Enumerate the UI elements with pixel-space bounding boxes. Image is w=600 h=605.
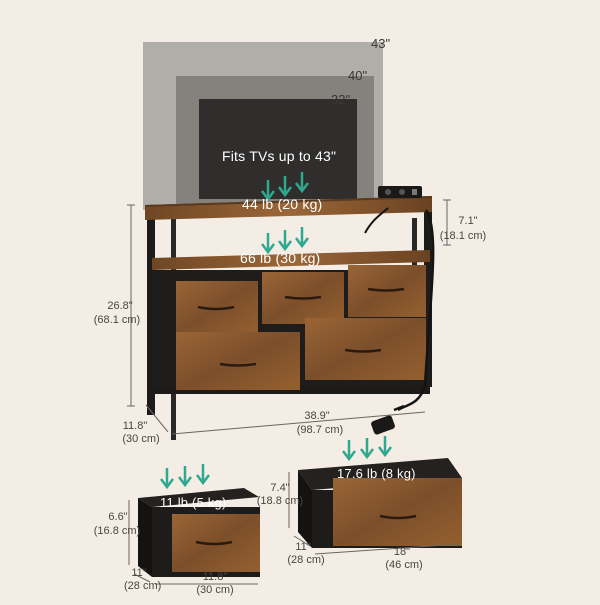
depth-cm: (30 cm) (122, 433, 160, 445)
small-drawer-height-inches: 6.6" (108, 511, 128, 523)
small-drawer-height-cm: (16.8 cm) (93, 525, 141, 537)
large-drawer-load-label: 17.6 lb (8 kg) (337, 466, 416, 481)
drawer-bottom-left (176, 332, 300, 390)
large-drawer-width-inches: 18" (393, 546, 411, 558)
down-arrow-icon (160, 464, 210, 490)
drawer-top-left (176, 281, 258, 334)
power-outlet-icon (378, 186, 422, 198)
down-arrow-icon (261, 172, 309, 202)
small-drawer-depth-inches: 11" (131, 567, 147, 579)
down-arrow-icon (342, 436, 392, 462)
shelf-gap-cm: (18.1 cm) (439, 230, 487, 242)
tv-size-40-label: 40" (348, 68, 368, 83)
tv-32-silhouette (199, 99, 357, 199)
large-drawer-depth-inches: 11" (295, 541, 311, 553)
large-drawer-height-cm: (18.8 cm) (256, 495, 304, 507)
usb-port-icon (412, 189, 417, 195)
power-plug-icon (371, 404, 405, 435)
tv-fit-label: Fits TVs up to 43" (222, 148, 337, 164)
large-drawer-height-inches: 7.4" (270, 482, 290, 494)
tv-size-43-label: 43" (371, 36, 391, 51)
height-cm: (68.1 cm) (93, 314, 141, 326)
drawer-bottom-right (305, 318, 426, 380)
dimension-lines (127, 199, 451, 435)
dresser-middle-shelf (152, 250, 430, 270)
dresser-top-shelf (145, 196, 432, 220)
depth-inches: 11.8" (122, 420, 148, 432)
small-drawer-depth-cm: (28 cm) (124, 580, 162, 592)
dresser (145, 186, 435, 440)
shelf-gap-dimension: 7.1" (448, 214, 488, 228)
small-drawer-width-cm: (30 cm) (196, 584, 234, 596)
middle-shelf-load-label: 66 lb (30 kg) (240, 250, 321, 266)
large-drawer (288, 436, 462, 555)
small-drawer (128, 464, 260, 585)
tv-size-32-label: 32" (331, 92, 351, 107)
small-drawer-load-label: 11 lb (5 kg) (160, 495, 227, 510)
shelf-gap-inches: 7.1" (458, 215, 478, 227)
small-drawer-width-inches: 11.8" (202, 571, 228, 583)
height-inches: 26.8" (107, 300, 133, 312)
large-drawer-depth-cm: (28 cm) (287, 554, 325, 566)
large-drawer-width-cm: (46 cm) (385, 559, 423, 571)
width-cm: (98.7 cm) (296, 424, 344, 436)
down-arrow-icon (261, 227, 309, 255)
width-inches: 38.9" (304, 410, 330, 422)
top-shelf-load-label: 44 lb (20 kg) (242, 196, 323, 212)
